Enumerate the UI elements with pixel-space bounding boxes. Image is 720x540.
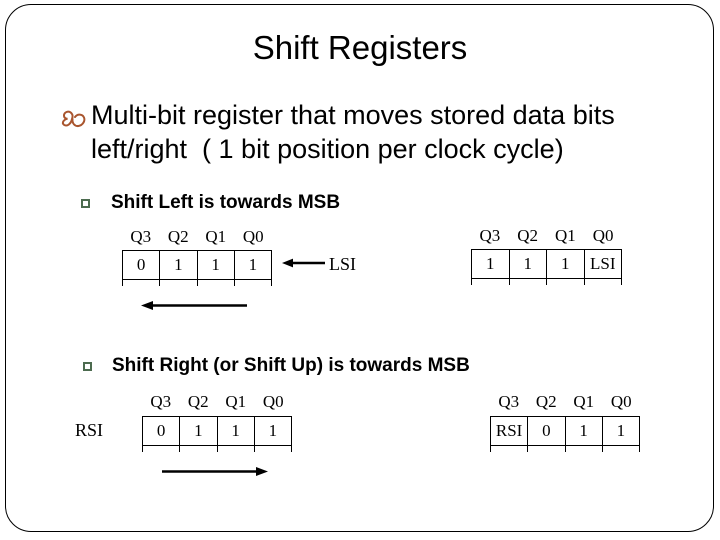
table-cell: 0 xyxy=(528,417,566,445)
section1-right-register-table: 1 1 1 LSI xyxy=(471,249,622,279)
section2-right-register-table: RSI 0 1 1 xyxy=(490,416,640,446)
shift-right-arrow-icon xyxy=(162,467,268,476)
q2-header: Q2 xyxy=(167,227,189,246)
table-cell: 1 xyxy=(616,421,626,440)
q1-header: Q1 xyxy=(225,392,247,411)
q0-header: Q0 xyxy=(610,392,632,411)
q0-header: Q0 xyxy=(242,227,264,246)
q2-header: Q2 xyxy=(517,226,539,245)
q0-header: Q0 xyxy=(592,226,614,245)
table-cell: RSI xyxy=(491,417,529,445)
section1-heading: Shift Left is towards MSB xyxy=(111,192,341,213)
table-ticks xyxy=(490,446,640,452)
section2-heading: Shift Right (or Shift Up) is towards MSB xyxy=(112,355,470,376)
table-cell: 0 xyxy=(123,251,161,279)
rsi-label: RSI xyxy=(75,420,104,440)
slide-border xyxy=(5,4,714,532)
main-bullet-text: Multi-bit register that moves stored dat… xyxy=(91,98,671,166)
section2-right-table-headers: Q3 Q2 Q1 Q0 xyxy=(490,393,640,411)
bullet-line-1: Multi-bit register that moves stored dat… xyxy=(91,100,615,130)
table-cell: 1 xyxy=(198,251,235,279)
q3-header: Q3 xyxy=(130,227,152,246)
table-cell: 1 xyxy=(547,250,585,278)
table-cell: 1 xyxy=(180,417,218,445)
q1-header: Q1 xyxy=(554,226,576,245)
q3-header: Q3 xyxy=(150,392,172,411)
section1-left-register-table: 0 1 1 1 xyxy=(122,250,272,280)
section1-left-table-headers: Q3 Q2 Q1 Q0 xyxy=(122,228,272,246)
lsi-input-arrow-icon xyxy=(282,258,325,268)
q3-header: Q3 xyxy=(498,392,520,411)
section2-left-table-headers: Q3 Q2 Q1 Q0 xyxy=(142,393,292,411)
square-bullet-icon xyxy=(81,199,90,208)
table-cell: 0 xyxy=(143,417,181,445)
section2-left-register-table: 0 1 1 1 xyxy=(142,416,292,446)
section1-right-table-headers: Q3 Q2 Q1 Q0 xyxy=(471,227,622,245)
q2-header: Q2 xyxy=(535,392,557,411)
table-cell: LSI xyxy=(590,254,616,273)
table-ticks xyxy=(122,280,272,286)
slide-title: Shift Registers xyxy=(252,29,468,66)
table-cell: 1 xyxy=(566,417,603,445)
q2-header: Q2 xyxy=(187,392,209,411)
square-bullet-icon xyxy=(83,362,92,371)
lsi-label: LSI xyxy=(329,254,356,274)
table-cell: 1 xyxy=(248,255,258,274)
table-cell: 1 xyxy=(218,417,255,445)
q1-header: Q1 xyxy=(573,392,595,411)
table-ticks xyxy=(142,446,292,452)
table-cell: 1 xyxy=(472,250,510,278)
ornament-bullet-icon xyxy=(61,110,86,128)
q3-header: Q3 xyxy=(479,226,501,245)
table-cell: 1 xyxy=(160,251,198,279)
bullet-line-2: left/right ( 1 bit position per clock cy… xyxy=(91,134,564,164)
shift-left-arrow-icon xyxy=(141,301,247,310)
table-ticks xyxy=(471,279,622,285)
table-cell: 1 xyxy=(510,250,547,278)
q1-header: Q1 xyxy=(205,227,227,246)
q0-header: Q0 xyxy=(262,392,284,411)
table-cell: 1 xyxy=(268,421,278,440)
